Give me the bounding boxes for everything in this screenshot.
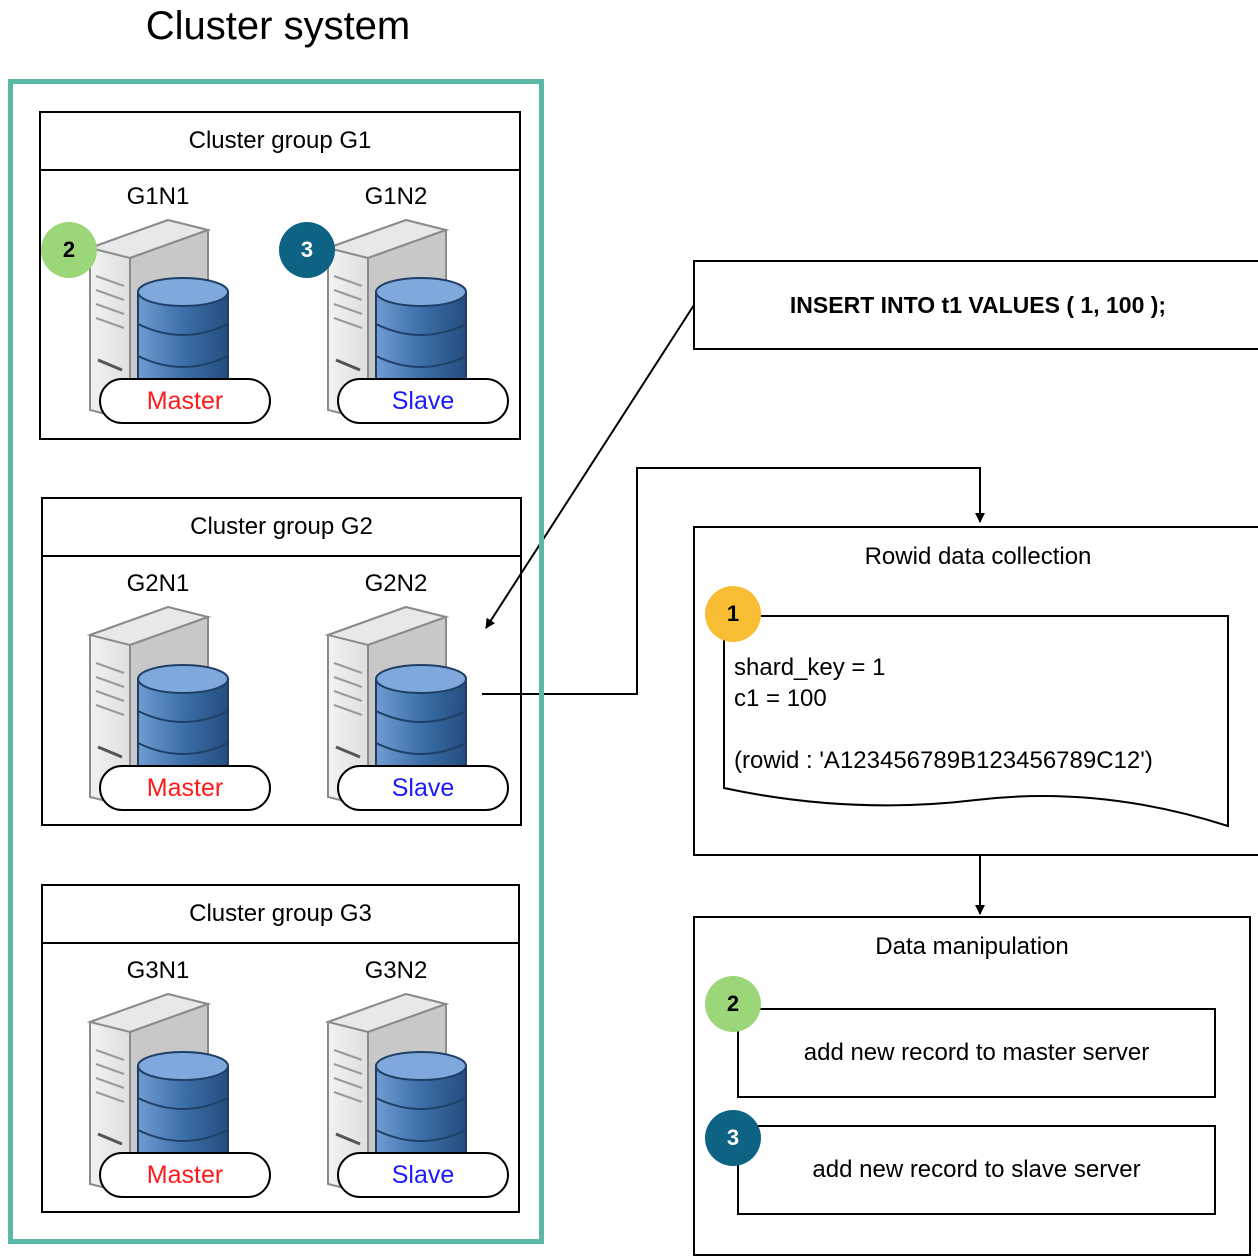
rowid-document-shape <box>723 615 1229 828</box>
cluster-group-g2: Cluster group G2 <box>41 497 522 826</box>
group-title: Cluster group G2 <box>43 499 520 557</box>
node-name: G1N1 <box>126 183 190 210</box>
node-name: G3N2 <box>364 957 428 984</box>
node-name: G3N1 <box>126 957 190 984</box>
cluster-group-g1: Cluster group G1 <box>39 111 521 440</box>
rowid-data-lines: shard_key = 1 c1 = 100 (rowid : 'A123456… <box>734 652 1153 776</box>
sql-statement: INSERT INTO t1 VALUES ( 1, 100 ); <box>789 291 1167 318</box>
role-badge-master: Master <box>99 1152 271 1198</box>
step-badge-2: 2 <box>41 222 97 278</box>
rowid-collection-panel: Rowid data collection <box>693 526 1258 856</box>
panel-title: Rowid data collection <box>864 543 1092 570</box>
doc-line: shard_key = 1 <box>734 654 886 681</box>
cluster-group-g3: Cluster group G3 <box>41 884 520 1213</box>
role-badge-slave: Slave <box>337 765 509 811</box>
role-badge-master: Master <box>99 765 271 811</box>
step-badge-1: 1 <box>705 586 761 642</box>
role-badge-slave: Slave <box>337 1152 509 1198</box>
step-text: add new record to master server <box>803 1039 1150 1066</box>
node-name: G2N1 <box>126 570 190 597</box>
data-manipulation-panel: Data manipulation <box>693 916 1251 1256</box>
group-title: Cluster group G1 <box>41 113 519 171</box>
step-box-slave: add new record to slave server <box>737 1125 1216 1215</box>
node-to-rowid-arrow <box>482 467 985 695</box>
doc-line <box>734 714 1153 745</box>
doc-line: (rowid : 'A123456789B123456789C12') <box>734 747 1153 774</box>
step-box-master: add new record to master server <box>737 1008 1216 1098</box>
step-badge-3: 3 <box>279 222 335 278</box>
role-badge-master: Master <box>99 378 271 424</box>
panel-title: Data manipulation <box>875 933 1069 960</box>
role-badge-slave: Slave <box>337 378 509 424</box>
step-text: add new record to slave server <box>812 1156 1141 1183</box>
step-badge-3: 3 <box>705 1110 761 1166</box>
page-title: Cluster system <box>145 4 411 48</box>
doc-line: c1 = 100 <box>734 685 827 712</box>
node-name: G2N2 <box>364 570 428 597</box>
sql-statement-box: INSERT INTO t1 VALUES ( 1, 100 ); <box>693 260 1258 350</box>
node-name: G1N2 <box>364 183 428 210</box>
step-badge-2: 2 <box>705 976 761 1032</box>
group-title: Cluster group G3 <box>43 886 518 944</box>
